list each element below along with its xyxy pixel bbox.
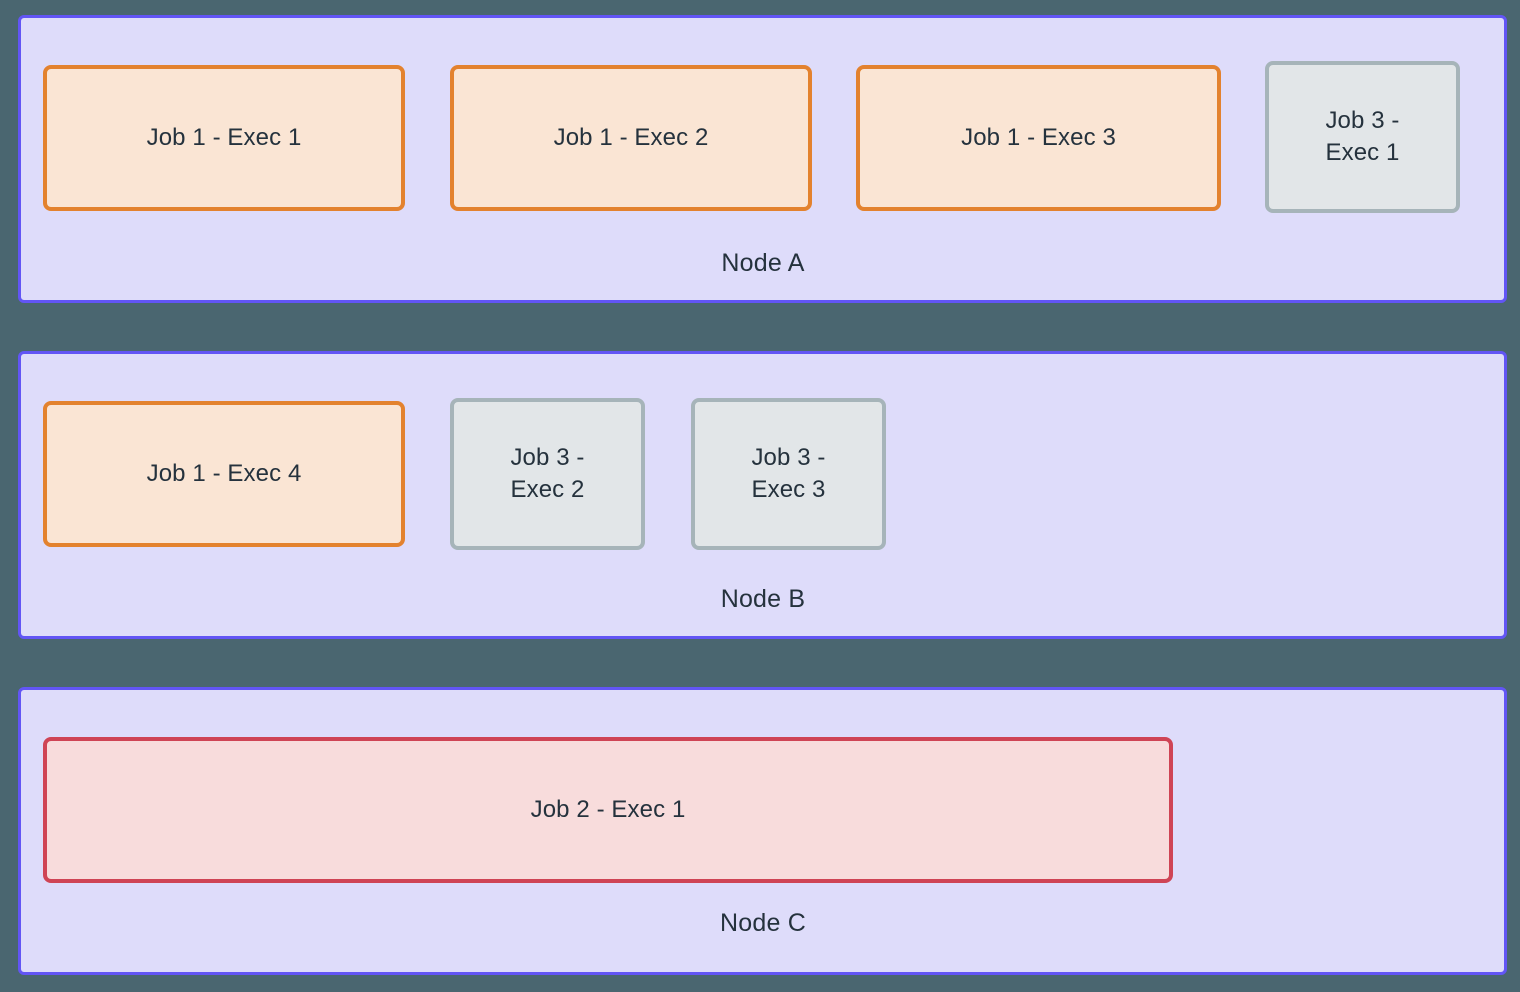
exec-box-job1-exec3[interactable]: Job 1 - Exec 3: [856, 65, 1221, 211]
exec-box-job3-exec3[interactable]: Job 3 - Exec 3: [691, 398, 886, 550]
exec-box-label: Job 3 - Exec 2: [510, 443, 585, 503]
exec-box-job2-exec1[interactable]: Job 2 - Exec 1: [43, 737, 1173, 883]
exec-box-job3-exec2[interactable]: Job 3 - Exec 2: [450, 398, 645, 550]
node-label-a: Node A: [721, 249, 805, 277]
exec-box-label: Job 3 - Exec 3: [751, 443, 826, 503]
exec-box-job1-exec2[interactable]: Job 1 - Exec 2: [450, 65, 812, 211]
node-container-b[interactable]: Job 1 - Exec 4 Job 3 - Exec 2 Job 3 - Ex…: [18, 351, 1507, 639]
node-label-c: Node C: [720, 909, 806, 937]
node-label-b: Node B: [720, 585, 806, 613]
exec-box-label: Job 1 - Exec 3: [961, 123, 1116, 151]
exec-box-label: Job 2 - Exec 1: [530, 795, 686, 823]
exec-box-job3-exec1[interactable]: Job 3 - Exec 1: [1265, 61, 1460, 213]
node-container-a[interactable]: Job 1 - Exec 1 Job 1 - Exec 2 Job 1 - Ex…: [18, 15, 1507, 303]
exec-box-label: Job 1 - Exec 4: [146, 459, 302, 487]
exec-box-label: Job 1 - Exec 2: [553, 123, 709, 151]
exec-box-job1-exec4[interactable]: Job 1 - Exec 4: [43, 401, 405, 547]
exec-box-job1-exec1[interactable]: Job 1 - Exec 1: [43, 65, 405, 211]
exec-box-label: Job 1 - Exec 1: [146, 123, 302, 151]
exec-box-label: Job 3 - Exec 1: [1325, 106, 1400, 166]
node-container-c[interactable]: Job 2 - Exec 1 Node C: [18, 687, 1507, 975]
